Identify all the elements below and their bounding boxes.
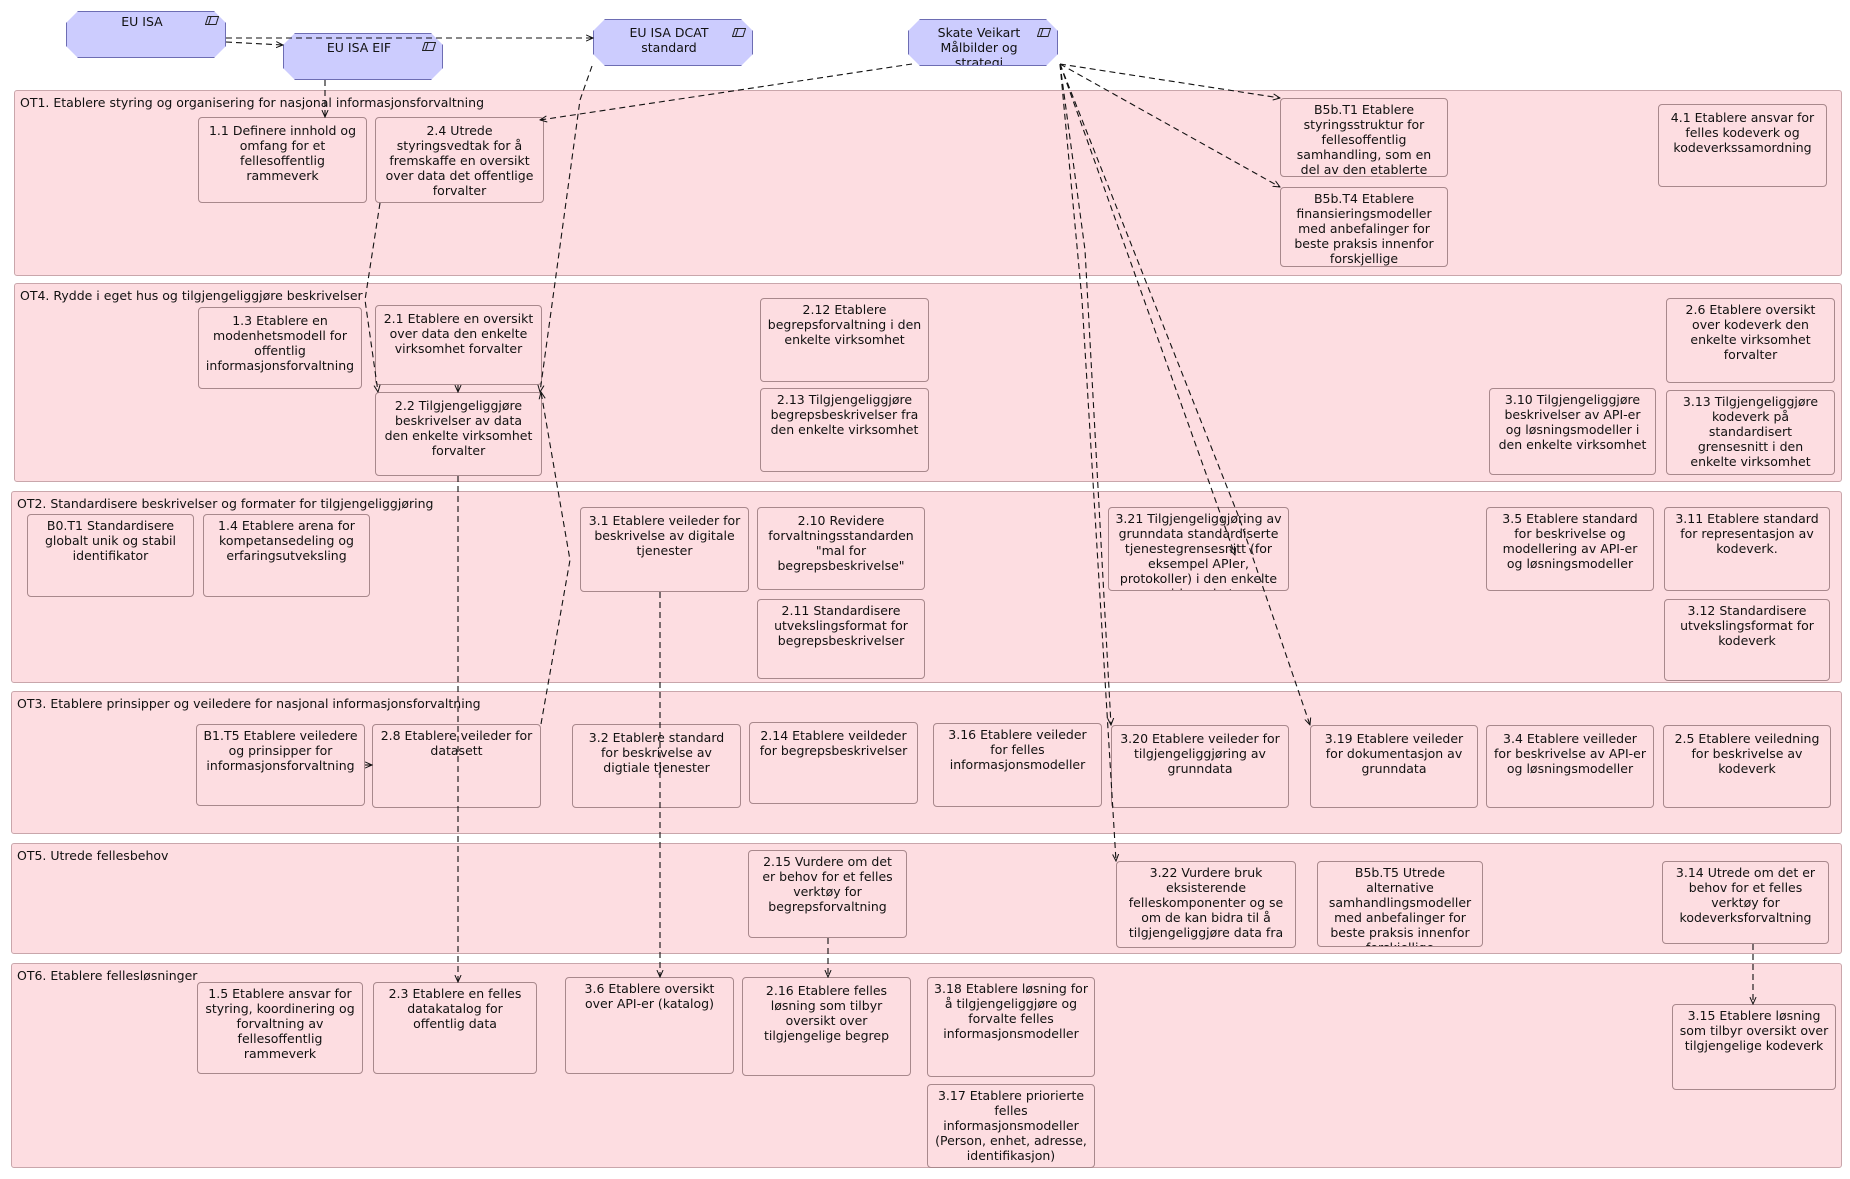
node-3-22[interactable]: 3.22 Vurdere bruk eksisterende felleskom… [1116,861,1296,948]
node-2-14[interactable]: 2.14 Etablere veildeder for begrepsbeskr… [749,722,918,804]
node-2-5[interactable]: 2.5 Etablere veiledning for beskrivelse … [1663,725,1831,808]
ext-eu-isa[interactable]: EU ISA [66,11,226,58]
application-icon [732,28,746,37]
ext-label: EU ISA EIF [326,40,392,55]
group-title: OT6. Etablere fellesløsninger [17,968,198,983]
node-2-3[interactable]: 2.3 Etablere en felles datakatalog for o… [373,982,537,1074]
node-3-2[interactable]: 3.2 Etablere standard for beskrivelse av… [572,724,741,808]
node-3-21[interactable]: 3.21 Tilgjengeliggjøring av grunndata st… [1108,507,1289,591]
node-b5b-t1[interactable]: B5b.T1 Etablere styringsstruktur for fel… [1280,98,1448,177]
ext-eu-isa-eif[interactable]: EU ISA EIF [283,33,443,80]
node-3-19[interactable]: 3.19 Etablere veileder for dokumentasjon… [1310,725,1478,808]
node-3-14[interactable]: 3.14 Utrede om det er behov for et felle… [1662,861,1829,944]
group-title: OT2. Standardisere beskrivelser og forma… [17,496,434,511]
node-1-5[interactable]: 1.5 Etablere ansvar for styring, koordin… [197,982,363,1074]
node-2-6[interactable]: 2.6 Etablere oversikt over kodeverk den … [1666,298,1835,383]
node-3-1[interactable]: 3.1 Etablere veileder for beskrivelse av… [580,507,749,592]
node-2-1[interactable]: 2.1 Etablere en oversikt over data den e… [375,305,542,385]
node-3-11[interactable]: 3.11 Etablere standard for representasjo… [1664,507,1830,591]
node-3-20[interactable]: 3.20 Etablere veileder for tilgjengeligg… [1111,725,1289,808]
ext-eu-isa-dcat[interactable]: EU ISA DCAT standard [593,19,753,66]
application-icon [1037,28,1051,37]
node-2-8[interactable]: 2.8 Etablere veileder for datasett [372,724,541,808]
group-title: OT3. Etablere prinsipper og veiledere fo… [17,696,481,711]
node-2-10[interactable]: 2.10 Revidere forvaltningsstandarden "ma… [757,507,925,590]
node-3-15[interactable]: 3.15 Etablere løsning som tilbyr oversik… [1672,1004,1836,1090]
node-1-4[interactable]: 1.4 Etablere arena for kompetansedeling … [203,514,370,597]
application-icon [422,42,436,51]
node-3-16[interactable]: 3.16 Etablere veileder for felles inform… [933,723,1102,807]
ext-label: EU ISA [121,14,163,29]
ext-skate[interactable]: Skate Veikart Målbilder og strategi [908,19,1058,66]
node-b1-t5[interactable]: B1.T5 Etablere veiledere og prinsipper f… [196,724,365,806]
ext-label: EU ISA DCAT standard [629,25,709,55]
node-3-12[interactable]: 3.12 Standardisere utvekslingsformat for… [1664,599,1830,681]
node-b5b-t5[interactable]: B5b.T5 Utrede alternative samhandlingsmo… [1317,861,1483,947]
application-icon [205,16,219,25]
node-2-15[interactable]: 2.15 Vurdere om det er behov for et fell… [748,850,907,938]
node-3-5[interactable]: 3.5 Etablere standard for beskrivelse og… [1486,507,1654,591]
node-3-10[interactable]: 3.10 Tilgjengeliggjøre beskrivelser av A… [1489,388,1656,475]
node-2-13[interactable]: 2.13 Tilgjengeliggjøre begrepsbeskrivels… [760,388,929,472]
node-1-3[interactable]: 1.3 Etablere en modenhetsmodell for offe… [198,307,362,389]
node-4-1[interactable]: 4.1 Etablere ansvar for felles kodeverk … [1658,104,1827,187]
node-3-17[interactable]: 3.17 Etablere priorierte felles informas… [927,1084,1095,1168]
node-1-1[interactable]: 1.1 Definere innhold og omfang for et fe… [198,117,367,203]
node-3-18[interactable]: 3.18 Etablere løsning for å tilgjengelig… [927,977,1095,1077]
node-2-2[interactable]: 2.2 Tilgjengeliggjøre beskrivelser av da… [375,392,542,476]
node-2-16[interactable]: 2.16 Etablere felles løsning som tilbyr … [742,977,911,1076]
node-3-6[interactable]: 3.6 Etablere oversikt over API-er (katal… [565,977,734,1074]
edge [225,42,283,45]
group-title: OT1. Etablere styring og organisering fo… [20,95,485,110]
node-2-4[interactable]: 2.4 Utrede styringsvedtak for å fremskaf… [375,117,544,203]
group-title: OT4. Rydde i eget hus og tilgjengeliggjø… [20,288,363,303]
group-ot5: OT5. Utrede fellesbehov [11,843,1842,954]
node-b5b-t4[interactable]: B5b.T4 Etablere finansieringsmodeller me… [1280,187,1448,267]
node-3-4[interactable]: 3.4 Etablere veilleder for beskrivelse a… [1486,725,1654,808]
node-b0-t1[interactable]: B0.T1 Standardisere globalt unik og stab… [27,514,194,597]
node-2-11[interactable]: 2.11 Standardisere utvekslingsformat for… [757,599,925,679]
node-3-13[interactable]: 3.13 Tilgjengeliggjøre kodeverk på stand… [1666,390,1835,475]
node-2-12[interactable]: 2.12 Etablere begrepsforvaltning i den e… [760,298,929,382]
group-title: OT5. Utrede fellesbehov [17,848,169,863]
ext-label: Skate Veikart Målbilder og strategi [937,25,1021,66]
